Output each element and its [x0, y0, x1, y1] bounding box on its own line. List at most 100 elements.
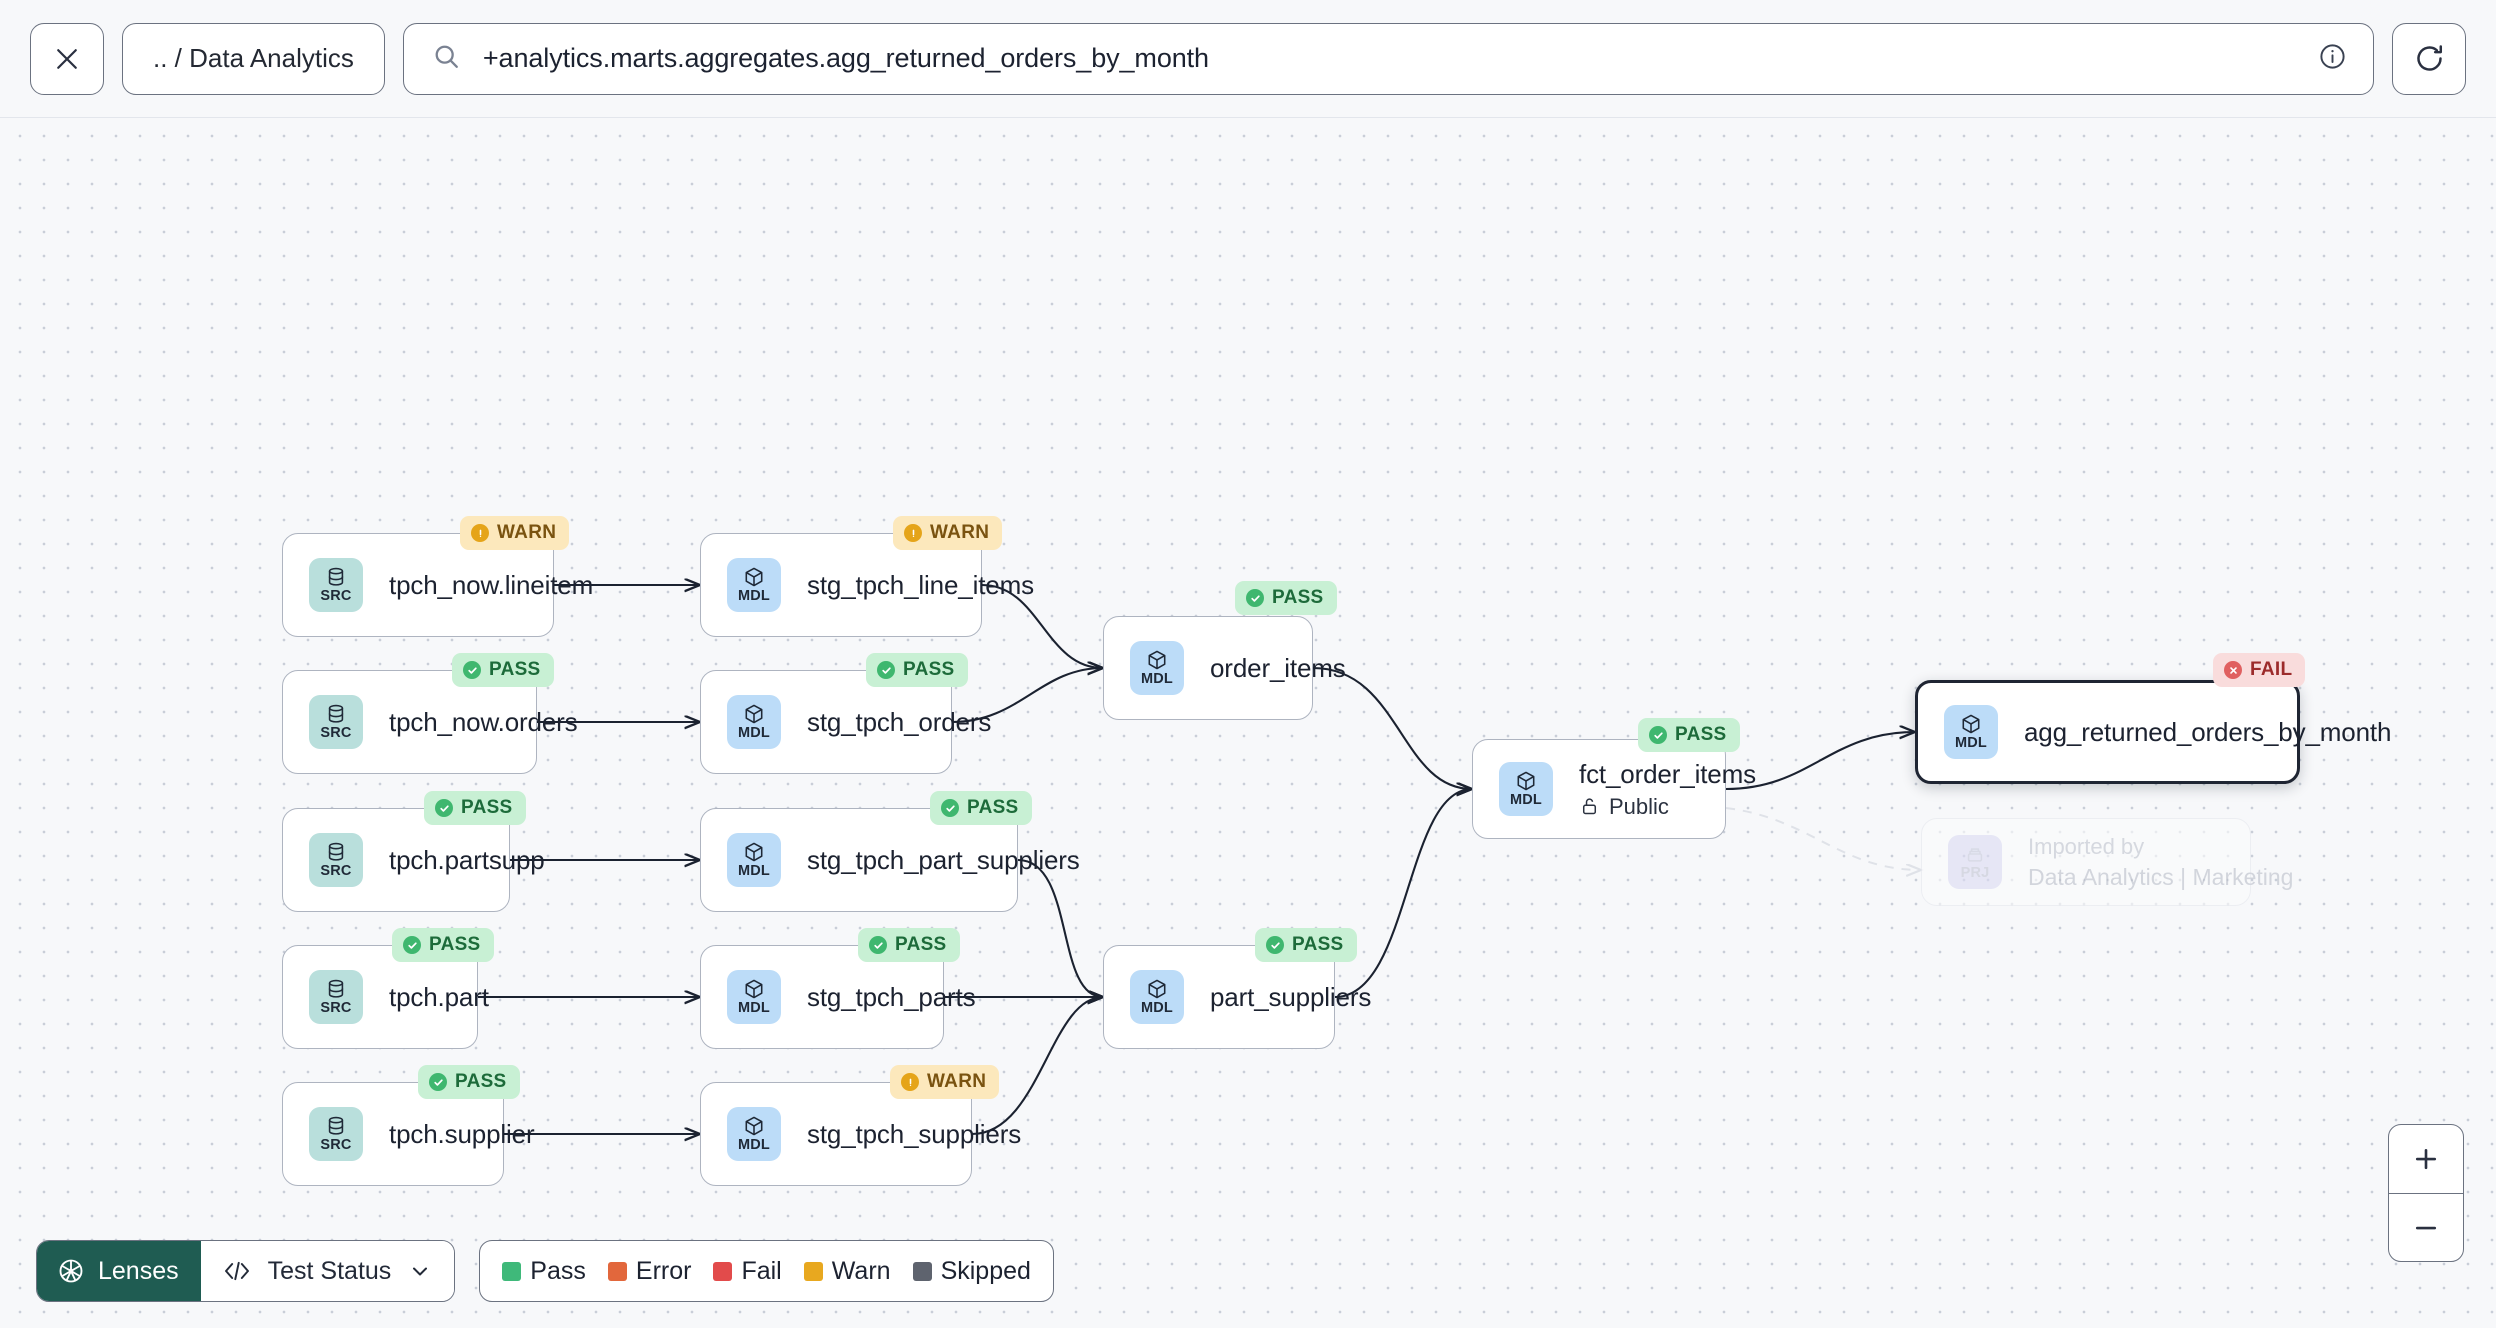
lenses-group: Lenses Test Status: [36, 1240, 456, 1302]
aperture-icon: [57, 1257, 85, 1285]
graph-node-tpch_supplier[interactable]: SRC tpch.supplier: [282, 1082, 535, 1186]
close-icon: [52, 44, 82, 74]
search-input[interactable]: +analytics.marts.aggregates.agg_returned…: [482, 43, 1209, 73]
lenses-button[interactable]: Lenses: [37, 1241, 201, 1301]
unlock-icon: [1579, 796, 1600, 817]
close-button[interactable]: [30, 22, 104, 95]
node-body: stg_tpch_suppliers: [807, 1118, 1022, 1150]
node-body: stg_tpch_line_items: [807, 569, 1034, 601]
legend-swatch-warn: [803, 1261, 823, 1281]
node-name: tpch.partsupp: [389, 844, 545, 875]
node-name: stg_tpch_suppliers: [807, 1118, 1022, 1149]
node-name: stg_tpch_parts: [807, 981, 976, 1012]
status-badge-agg_returned_orders_by_month: FAIL: [2213, 653, 2306, 687]
graph-node-part_suppliers[interactable]: MDL part_suppliers: [1103, 945, 1372, 1049]
test-status-dropdown[interactable]: Test Status: [200, 1241, 455, 1301]
lenses-label: Lenses: [98, 1256, 179, 1285]
search-bar[interactable]: +analytics.marts.aggregates.agg_returned…: [402, 22, 2374, 95]
zoom-in-button[interactable]: [2389, 1125, 2463, 1193]
alert-icon: [471, 524, 489, 542]
node-body: order_items: [1210, 652, 1346, 684]
node-type-badge-mdl: MDL: [1499, 762, 1553, 816]
database-icon: [325, 703, 347, 725]
legend-item-error[interactable]: Error: [607, 1257, 691, 1286]
database-icon: [325, 978, 347, 1000]
node-body: tpch.supplier: [389, 1119, 535, 1150]
status-badge-label: WARN: [497, 522, 557, 543]
lineage-edges: [478, 118, 2496, 1328]
legend-item-fail[interactable]: Fail: [713, 1256, 782, 1286]
node-type-label: MDL: [1509, 792, 1542, 809]
node-type-badge-src: SRC: [309, 1107, 363, 1161]
legend-item-skipped[interactable]: Skipped: [912, 1256, 1031, 1286]
status-badge-label: PASS: [1272, 587, 1324, 608]
legend-label: Skipped: [940, 1256, 1031, 1285]
legend-swatch-fail: [713, 1261, 733, 1281]
node-name: stg_tpch_line_items: [807, 569, 1034, 600]
imported-by-project-name: Data Analytics | Marketing: [2028, 863, 2294, 890]
status-badge-label: PASS: [461, 797, 513, 818]
status-badge-label: PASS: [1292, 934, 1344, 955]
status-badge-label: PASS: [895, 934, 947, 955]
legend-item-warn[interactable]: Warn: [803, 1256, 891, 1286]
node-name: order_items: [1210, 652, 1346, 683]
breadcrumb[interactable]: .. / Data Analytics: [122, 22, 385, 95]
legend-label: Warn: [831, 1256, 891, 1285]
status-badge-tpch_supplier: PASS: [418, 1065, 520, 1099]
status-badge-label: PASS: [967, 797, 1019, 818]
check-icon: [463, 661, 481, 679]
ghost-edge: [1725, 807, 1921, 870]
node-name: fct_order_items: [1579, 758, 1756, 789]
project-icon: [1964, 843, 1986, 865]
status-badge-tpch_now_orders: PASS: [452, 653, 554, 687]
node-type-badge-mdl: MDL: [1130, 641, 1184, 695]
node-body: tpch.part: [389, 981, 489, 1013]
node-body: tpch.partsupp: [389, 844, 545, 876]
zoom-controls: [2388, 1124, 2464, 1262]
node-type-label: SRC: [320, 1137, 352, 1154]
node-name: tpch.part: [389, 981, 489, 1012]
status-badge-label: FAIL: [2250, 659, 2293, 680]
node-name: part_suppliers: [1210, 981, 1372, 1012]
node-type-label: SRC: [320, 725, 352, 742]
legend-item-pass[interactable]: Pass: [502, 1257, 586, 1286]
node-type-label: SRC: [320, 588, 352, 605]
node-body: tpch_now.orders: [389, 707, 578, 738]
check-icon: [941, 799, 959, 817]
node-type-badge-src: SRC: [309, 558, 363, 612]
imported-by-label: Imported by: [2028, 833, 2145, 859]
node-type-label: MDL: [1140, 1000, 1173, 1017]
refresh-icon: [2413, 42, 2446, 75]
graph-node-tpch_now_orders[interactable]: SRC tpch_now.orders: [282, 670, 578, 774]
check-icon: [877, 661, 895, 679]
refresh-button[interactable]: [2392, 22, 2466, 95]
node-type-badge-mdl: MDL: [727, 970, 781, 1024]
cube-icon: [1960, 713, 1982, 735]
node-type-label: MDL: [737, 588, 770, 605]
check-icon: [435, 799, 453, 817]
node-type-label: MDL: [737, 863, 770, 880]
node-body: stg_tpch_parts: [807, 981, 976, 1013]
zoom-out-button[interactable]: [2389, 1193, 2463, 1261]
alert-icon: [904, 524, 922, 542]
graph-node-stg_tpch_parts[interactable]: MDL stg_tpch_parts: [700, 945, 976, 1049]
info-icon[interactable]: [2318, 42, 2347, 76]
bottom-toolbar: Lenses Test Status: [36, 1240, 1054, 1302]
legend-swatch-skipped: [912, 1261, 932, 1281]
node-type-badge-mdl: MDL: [727, 695, 781, 749]
node-type-label: PRJ: [1960, 865, 1990, 882]
graph-node-order_items[interactable]: MDL order_items: [1103, 616, 1346, 720]
legend-label: Fail: [741, 1256, 782, 1285]
node-name: agg_returned_orders_by_month: [2024, 716, 2392, 747]
chevron-down-icon: [408, 1259, 432, 1283]
node-type-label: MDL: [737, 1000, 770, 1017]
